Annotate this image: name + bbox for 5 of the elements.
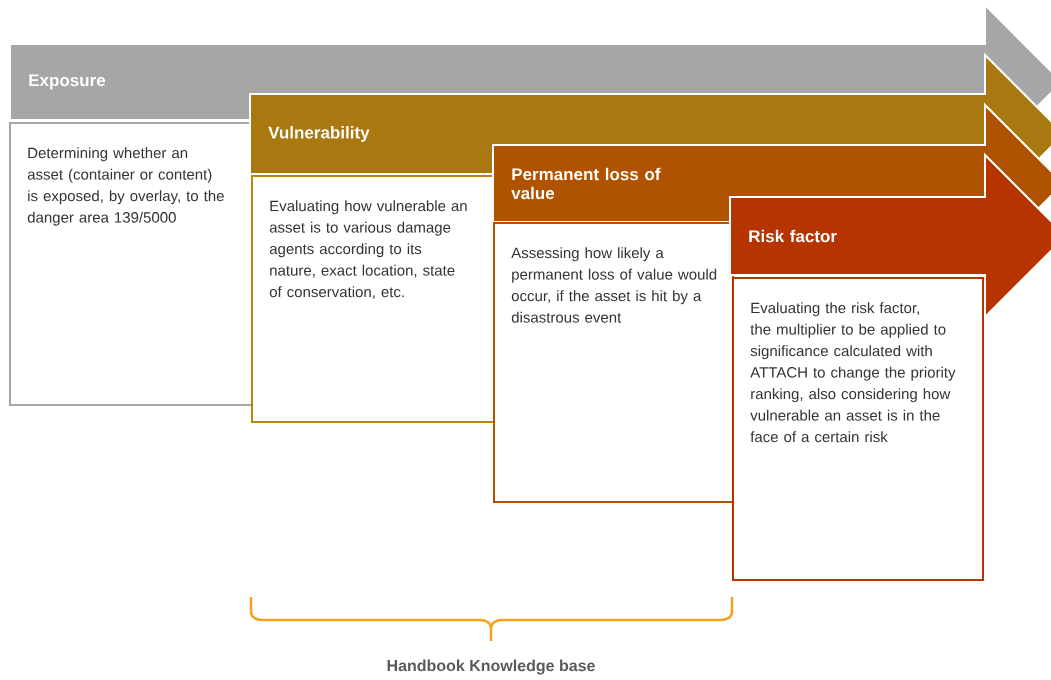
text-box: Evaluating the risk factor, the multiplier to be applied to significance calculated with ATTACH to change the priority ranking, also considering how vulnerable an asset is in the face of a certain risk [732, 277, 984, 581]
bracket-label: Handbook Knowledge base [387, 659, 595, 675]
text-box: Evaluating how vulnerable an asset is to various damage agents according to its nature, exact location, state of conservation, etc. [251, 175, 496, 423]
text-box: Assessing how likely a permanent loss of value would occur, if the asset is hit by a disastrous event [493, 222, 734, 503]
text-box: Determining whether an asset (container or content) is exposed, by overlay, to the danger area 139/5000 [9, 122, 253, 406]
